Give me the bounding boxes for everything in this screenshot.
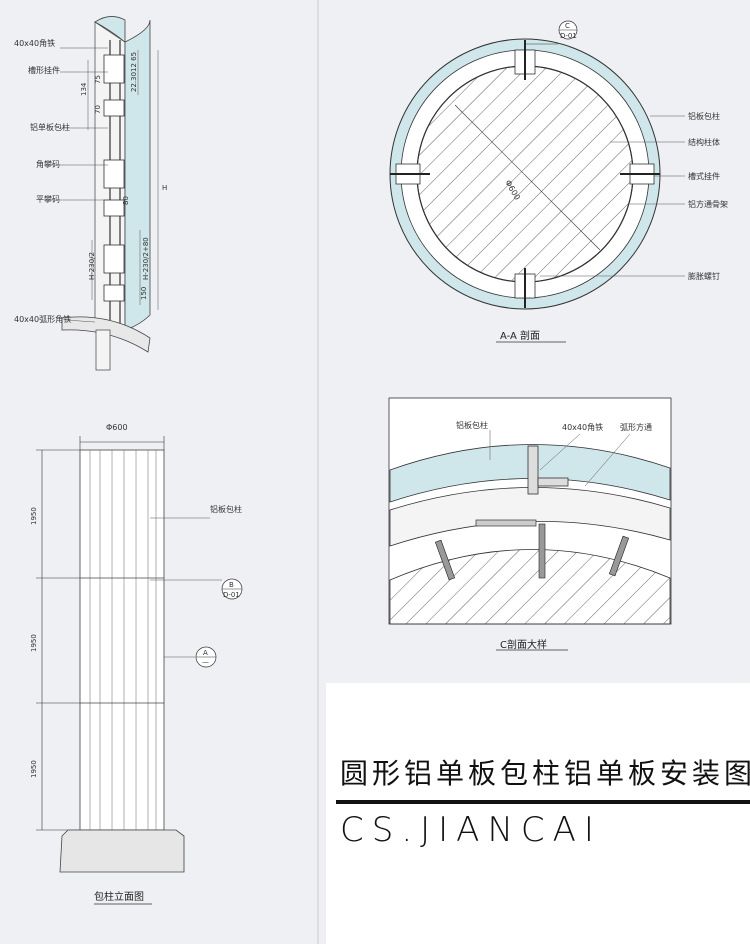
elevation-dim-1: 1950 bbox=[30, 507, 38, 525]
section-label-0: 铝板包柱 bbox=[688, 111, 720, 121]
dim-150: 150 bbox=[140, 287, 148, 300]
dim-75: 75 bbox=[94, 75, 102, 84]
dim-70: 70 bbox=[94, 105, 102, 114]
dim-80: 80 bbox=[122, 196, 130, 205]
detail-label-angle: 40x40角铁 bbox=[562, 422, 603, 432]
label-panel: 铝单板包柱 bbox=[30, 122, 70, 132]
label-slot-hanger: 槽形挂件 bbox=[28, 65, 60, 75]
callout-a-top: A bbox=[203, 649, 208, 657]
elevation-view bbox=[36, 436, 243, 905]
elevation-dim-2: 1950 bbox=[30, 634, 38, 652]
section-label-1: 结构柱体 bbox=[688, 137, 720, 147]
elevation-caption: 包柱立面图 bbox=[94, 890, 144, 903]
callout-a-bottom: — bbox=[202, 658, 209, 666]
title-block bbox=[326, 683, 750, 944]
label-angle-iron: 40x40角铁 bbox=[14, 38, 55, 48]
label-angle-code: 角攀码 bbox=[36, 159, 60, 169]
detail-label-tube: 弧形方通 bbox=[620, 422, 652, 432]
elevation-dim-3: 1950 bbox=[30, 760, 38, 778]
callout-c-top: C bbox=[565, 22, 570, 30]
detail-label-panel: 铝板包柱 bbox=[456, 420, 488, 430]
section-label-4: 膨胀螺钉 bbox=[688, 271, 720, 281]
detail-c bbox=[388, 397, 672, 651]
section-label-3: 铝方通骨架 bbox=[688, 199, 728, 209]
drawing-title: 圆形铝单板包柱铝单板安装图 bbox=[340, 757, 750, 790]
section-aa bbox=[389, 20, 685, 343]
dim-134: 134 bbox=[80, 82, 88, 96]
label-flat-code: 平攀码 bbox=[36, 194, 60, 204]
brand-name: CS.JIANCAI bbox=[340, 810, 602, 850]
callout-b-bottom: D-01 bbox=[223, 591, 240, 599]
dim-h-half: H-230/2 bbox=[88, 252, 96, 280]
section-label-2: 槽式挂件 bbox=[688, 171, 720, 181]
label-arc-iron: 40x40弧形角铁 bbox=[14, 314, 71, 324]
elevation-panel-label: 铝板包柱 bbox=[210, 504, 242, 514]
title-rule bbox=[336, 800, 750, 804]
isometric-view bbox=[60, 16, 159, 371]
elevation-diameter: Φ600 bbox=[106, 423, 128, 432]
dim-h-half-80: H-230/2+80 bbox=[142, 237, 150, 280]
section-caption: A-A 剖面 bbox=[500, 329, 540, 342]
callout-c-bottom: D-01 bbox=[560, 32, 577, 40]
detail-caption: C剖面大样 bbox=[500, 638, 547, 651]
callout-b-top: B bbox=[229, 581, 234, 589]
dim-h: H bbox=[162, 184, 167, 192]
dim-top: 22.3012 65 bbox=[130, 52, 138, 92]
